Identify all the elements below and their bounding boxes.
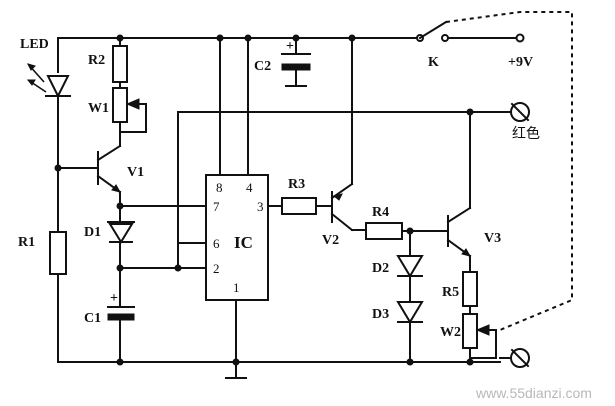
label-r1: R1 — [18, 235, 35, 250]
label-r2: R2 — [88, 53, 105, 68]
ground-rail — [57, 361, 501, 379]
probe-sense-line — [177, 111, 516, 269]
junction-dots — [54, 34, 474, 366]
label-red-probe: 红色 — [512, 125, 540, 142]
label-supply: +9V — [508, 55, 533, 70]
ic-pin-6: 6 — [213, 236, 220, 251]
ic-pin-1: 1 — [233, 280, 240, 295]
label-r3: R3 — [288, 177, 305, 192]
polarity-c1: + — [110, 291, 118, 306]
resistor-r1 — [49, 231, 67, 275]
ic-pin-2: 2 — [213, 261, 220, 276]
label-w1: W1 — [88, 101, 109, 116]
supply-terminal[interactable] — [515, 33, 525, 43]
diode-d3 — [396, 301, 424, 324]
watermark: www.55dianzi.com — [475, 385, 592, 401]
label-v3: V3 — [484, 231, 501, 246]
label-r5: R5 — [442, 285, 459, 300]
diode-d2 — [396, 255, 424, 278]
label-d1: D1 — [84, 225, 101, 240]
potentiometer-w1[interactable] — [112, 87, 147, 133]
polarity-c2: + — [286, 39, 294, 54]
resistor-r4 — [365, 222, 403, 240]
black-probe-terminal[interactable] — [510, 348, 530, 368]
label-c1: C1 — [84, 311, 101, 326]
dashed-link — [445, 11, 573, 331]
capacitor-c2 — [281, 53, 311, 71]
ic-name: IC — [234, 233, 253, 252]
label-k: K — [428, 55, 439, 70]
capacitor-c1 — [107, 306, 135, 321]
label-c2: C2 — [254, 59, 271, 74]
ic-pin-7: 7 — [213, 199, 220, 214]
resistor-r5 — [462, 271, 478, 307]
transistor-v2 — [330, 182, 354, 232]
label-v1: V1 — [127, 165, 144, 180]
label-v2: V2 — [322, 233, 339, 248]
switch-k[interactable] — [416, 20, 449, 42]
ic-pin-8: 8 — [216, 180, 223, 195]
ic-pin-4: 4 — [246, 180, 253, 195]
label-r4: R4 — [372, 205, 389, 220]
led — [26, 63, 71, 99]
label-led: LED — [20, 37, 49, 52]
transistor-v1 — [96, 144, 122, 194]
ic-555 — [205, 174, 269, 301]
resistor-r3 — [281, 197, 317, 215]
ic-pin-3: 3 — [257, 199, 264, 214]
resistor-r2 — [112, 45, 128, 83]
transistor-v3 — [446, 206, 472, 258]
label-d3: D3 — [372, 307, 389, 322]
red-probe-terminal[interactable] — [510, 102, 530, 122]
label-w2: W2 — [440, 325, 461, 340]
potentiometer-w2[interactable] — [462, 313, 497, 359]
label-d2: D2 — [372, 261, 389, 276]
